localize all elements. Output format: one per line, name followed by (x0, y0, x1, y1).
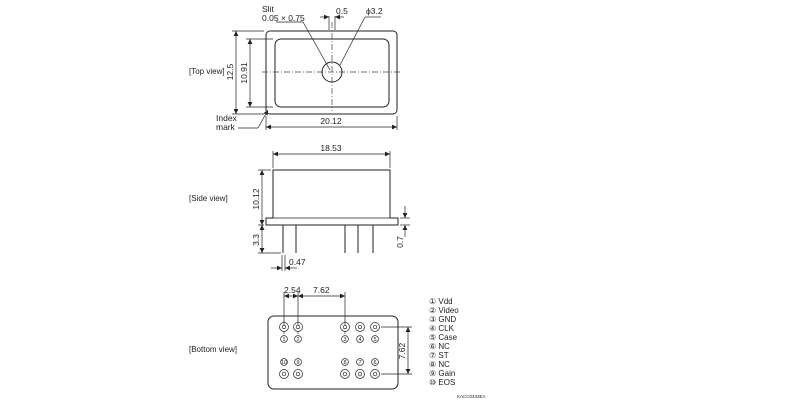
pin-legend-item: ⑩ EOS (429, 378, 455, 387)
bottom-pin-9: 9 (293, 358, 303, 379)
dim-1012-label: 10.12 (251, 188, 261, 210)
pin-number: 4 (358, 337, 361, 343)
dim-047-label: 0.47 (289, 257, 306, 267)
pin-number: 7 (358, 360, 361, 366)
mark-label: mark (216, 122, 236, 132)
dim-254-label: 2.54 (284, 285, 301, 295)
dim-07-label: 0.7 (395, 236, 405, 248)
bottom-pin-7: 7 (355, 358, 365, 379)
phi-circle (321, 61, 343, 83)
side-body-outline (265, 169, 399, 226)
dim-05-label: 0.5 (336, 6, 348, 16)
slit-label: Slit (262, 4, 274, 14)
pin-legend-item: ⑦ ST (429, 351, 449, 360)
slit-leader (302, 21, 331, 71)
bottom-pin-2: 2 (293, 320, 303, 343)
bottom-body-outline (267, 315, 399, 390)
bottom-pin-6: 6 (370, 358, 380, 379)
pin-legend-item: ③ GND (429, 315, 456, 324)
bottom-pin-4: 4 (355, 322, 365, 343)
pin-legend-item: ⑤ Case (429, 333, 458, 342)
dim-762v-label: 7.62 (397, 342, 407, 359)
index-leader (257, 109, 269, 129)
dim-phi-label: ϕ3.2 (366, 6, 383, 16)
dim-2012-label: 20.12 (320, 116, 342, 126)
top-outer-outline (265, 30, 398, 115)
top-view: [Top view] Slit 0.05 × 0.75 0.5 ϕ3.2 12.… (189, 4, 402, 132)
pin-number: 2 (296, 337, 299, 343)
pin-legend-item: ⑧ NC (429, 360, 450, 369)
bottom-pin-1: 1 (279, 320, 289, 343)
pin-legend: ① Vdd ② Video ③ GND ④ CLK ⑤ Case ⑥ NC ⑦ … (429, 297, 459, 387)
pin-legend-item: ① Vdd (429, 297, 453, 306)
pin-number: 10 (281, 360, 287, 366)
drawing-code: KACC0433EA (457, 394, 486, 399)
dim-1853-label: 18.53 (320, 143, 342, 153)
pin-legend-item: ② Video (429, 306, 459, 315)
pin-number: 1 (282, 337, 285, 343)
bottom-view-label: [Bottom view] (189, 345, 237, 354)
pin-number: 8 (343, 360, 346, 366)
dim-125-label: 12.5 (225, 63, 235, 80)
side-view: [Side view] 18.53 10.12 3.3 0.7 (189, 143, 410, 271)
phi-leader (339, 16, 366, 66)
top-view-label: [Top view] (189, 67, 225, 76)
dim-33-label: 3.3 (251, 234, 261, 246)
bottom-pin-8: 8 (340, 358, 350, 379)
bottom-pin-10: 10 (279, 358, 289, 379)
dim-1091-label: 10.91 (239, 62, 249, 84)
pin-number: 3 (343, 337, 346, 343)
bottom-view: [Bottom view] 2.54 7.62 1 2 3 (189, 285, 412, 390)
pin-legend-item: ⑥ NC (429, 342, 450, 351)
side-view-label: [Side view] (189, 194, 228, 203)
pin-number: 5 (373, 337, 376, 343)
pin-number: 9 (296, 360, 299, 366)
index-label: Index (216, 113, 238, 123)
bottom-pin-5: 5 (370, 322, 380, 343)
pin-legend-item: ⑨ Gain (429, 369, 455, 378)
dim-762-label: 7.62 (313, 285, 330, 295)
pin-legend-item: ④ CLK (429, 324, 455, 333)
pin-number: 6 (373, 360, 376, 366)
slit-size-label: 0.05 × 0.75 (262, 13, 305, 23)
bottom-pin-3: 3 (340, 320, 350, 343)
